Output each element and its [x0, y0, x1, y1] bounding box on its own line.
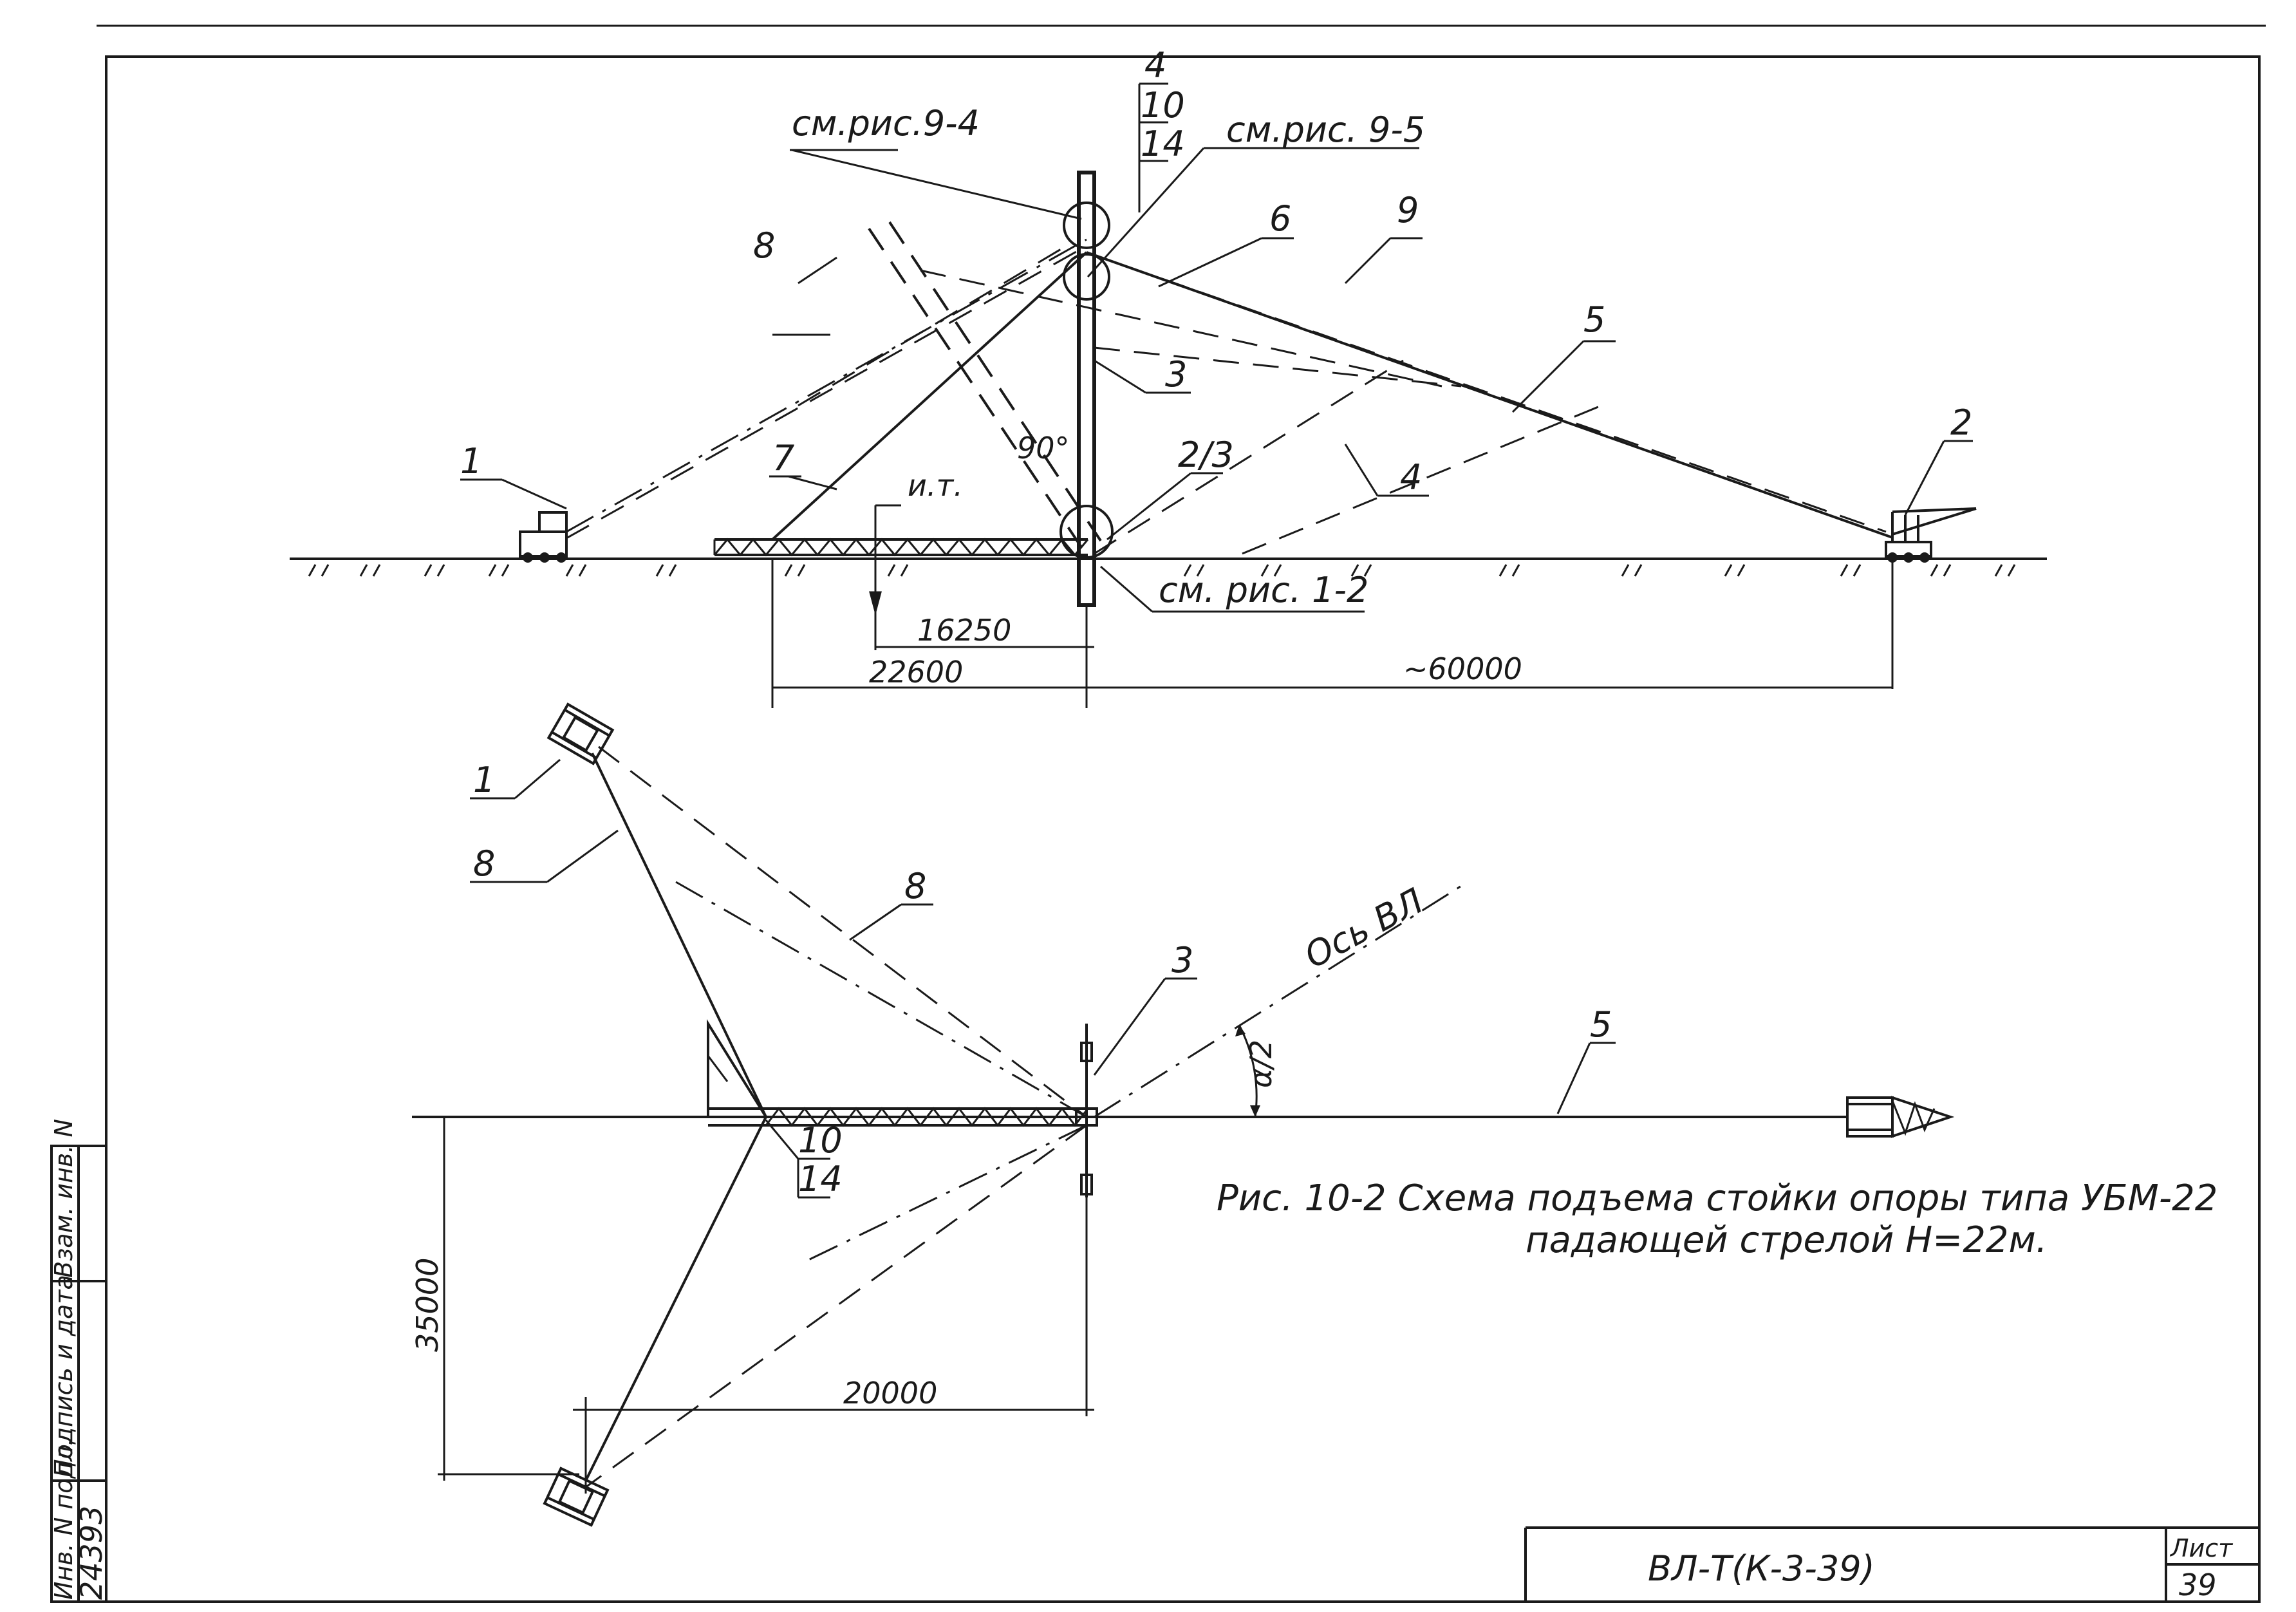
- callout-3-elev: 3: [1165, 354, 1187, 395]
- crane-plan: [1846, 1096, 1955, 1138]
- title-block: ВЛ-Т(К-3-39) Лист 39: [1524, 1526, 2259, 1602]
- sheet-label: Лист: [2169, 1534, 2234, 1562]
- callout-7: 7: [772, 438, 794, 478]
- caption-line-2: падающей стрелой Н=22м.: [1526, 1219, 2048, 1261]
- callout-leaders: [460, 82, 1973, 613]
- tractor-1-plan: [546, 702, 615, 765]
- callout-4-elev: 4: [1400, 457, 1422, 498]
- plan-view: 1 8 8 3 5 10 14 Ось ВЛ α/2 35000 20000: [410, 702, 1955, 1527]
- plan-callout-10: 10: [798, 1120, 843, 1161]
- side-stamp: Взам. инв. N Подпись и дата Инв. N подл.…: [50, 1119, 109, 1603]
- detail-circle-mid: [1063, 253, 1110, 301]
- caption-line-1: Рис. 10-2 Схема подъема стойки опоры тип…: [1217, 1177, 2217, 1219]
- plan-callout-1: 1: [473, 760, 495, 800]
- callout-14-top: 14: [1141, 124, 1185, 164]
- detail-circle-base: [1059, 505, 1114, 559]
- dim-16250: 16250: [917, 613, 1011, 648]
- designation: ВЛ-Т(К-3-39): [1648, 1548, 1875, 1589]
- callout-8-elev: 8: [753, 225, 775, 266]
- axis-label: Ось ВЛ: [1298, 881, 1430, 977]
- callout-4-top: 4: [1144, 45, 1166, 86]
- lattice-boom: [713, 538, 1089, 557]
- plan-rigging: [584, 745, 1087, 1488]
- angle-90: 90°: [1017, 431, 1070, 465]
- callout-6: 6: [1269, 198, 1291, 239]
- dim-22600: 22600: [869, 655, 963, 689]
- dim-60000: ~60000: [1403, 651, 1522, 686]
- replace-inv-label: Взам. инв. N: [50, 1119, 78, 1278]
- callout-9: 9: [1397, 190, 1419, 230]
- ground-hatching: [308, 564, 2016, 577]
- center-mark-label: и.т.: [908, 468, 963, 503]
- callout-2-3: 2/3: [1178, 435, 1234, 475]
- elevation-view: см.рис.9-4 см.рис. 9-5 см. рис. 1-2 4 10…: [290, 45, 2047, 708]
- plan-callout-8-b: 8: [904, 866, 926, 906]
- pole-intermediate: [868, 221, 1102, 548]
- ref-fig-9-5: см.рис. 9-5: [1226, 109, 1425, 150]
- plan-dimensions: [438, 1116, 1094, 1494]
- angle-alpha-half: α/2: [1244, 1040, 1278, 1088]
- sheet-frame: [97, 24, 2266, 1603]
- detail-circle-top: [1063, 202, 1110, 249]
- dim-20000: 20000: [843, 1376, 937, 1410]
- tractor-1-elevation: [519, 511, 568, 563]
- ref-fig-1-2: см. рис. 1-2: [1159, 570, 1368, 610]
- inv-number: 24393: [74, 1506, 109, 1600]
- callout-1-elev: 1: [460, 441, 482, 482]
- plan-leaders: [470, 758, 1616, 1199]
- crane-2-elevation: [1885, 507, 1977, 563]
- inv-number-label: Инв. N подл.: [50, 1438, 78, 1600]
- callout-10-top: 10: [1141, 85, 1185, 126]
- rigging-lines: [566, 238, 1893, 555]
- elevation-dimensions: [771, 541, 1894, 708]
- plan-callout-3: 3: [1171, 940, 1193, 980]
- plan-callout-5: 5: [1590, 1004, 1612, 1045]
- sign-date-label: Подпись и дата: [50, 1275, 78, 1477]
- ref-fig-9-4: см.рис.9-4: [792, 103, 980, 144]
- plan-boom: [707, 1018, 1094, 1127]
- tractor-bottom-plan: [543, 1467, 610, 1527]
- sheet-number: 39: [2179, 1568, 2217, 1602]
- callout-2-elev: 2: [1950, 402, 1972, 443]
- figure-caption: Рис. 10-2 Схема подъема стойки опоры тип…: [1217, 1177, 2217, 1261]
- plan-callout-8-a: 8: [473, 843, 495, 884]
- callout-5-elev: 5: [1583, 299, 1605, 340]
- plan-callout-14: 14: [798, 1159, 843, 1199]
- dim-35000: 35000: [410, 1258, 445, 1352]
